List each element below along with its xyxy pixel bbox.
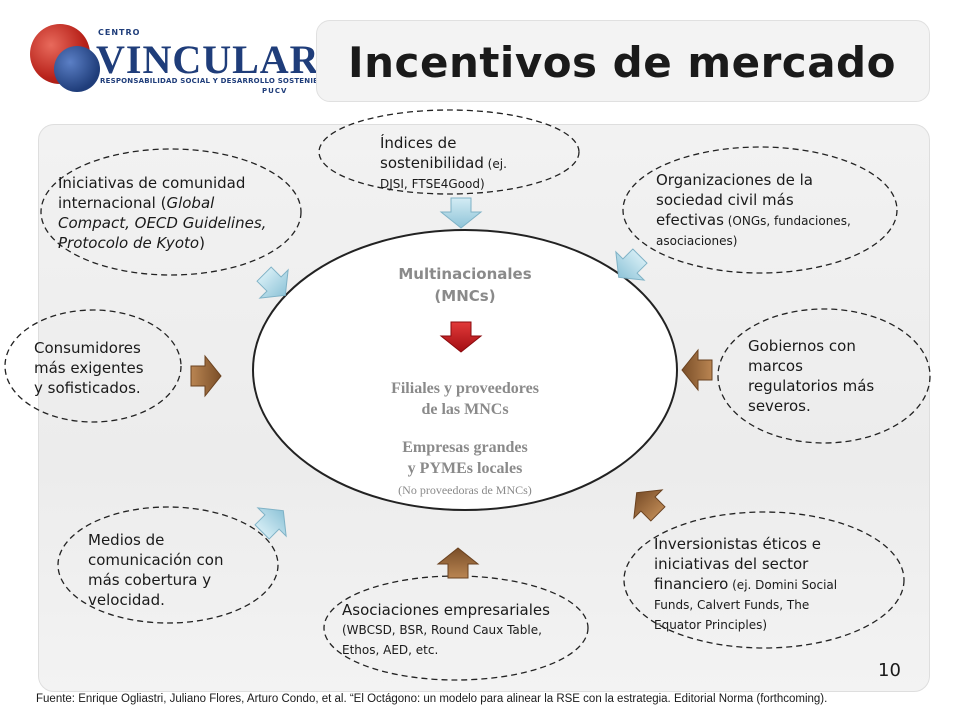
arrow-from-medios-icon: [247, 496, 298, 547]
node-iniciativas: Iniciativas de comunidad internacional (…: [58, 173, 266, 253]
filiales-line1: Filiales y proveedores: [391, 380, 539, 397]
inversionistas-line3b: (ej. Domini Social: [728, 578, 838, 592]
node-asociaciones: Asociaciones empresariales (WBCSD, BSR, …: [342, 600, 550, 660]
iniciativas-ellipse: [40, 148, 302, 276]
medios-line3: más cobertura y: [88, 571, 212, 589]
node-indices: Índices de sostenibilidad (ej. DJSI, FTS…: [380, 133, 507, 194]
indices-line3: DJSI, FTSE4Good): [380, 177, 485, 191]
arrow-from-indices-icon: [440, 197, 482, 229]
asociaciones-line3: Ethos, AED, etc.: [342, 643, 439, 657]
inversionistas-line3a: financiero: [654, 575, 729, 593]
medios-line1: Medios de: [88, 531, 165, 549]
logo-institution-text: PUCV: [262, 87, 288, 95]
consumidores-line2: más exigentes: [34, 359, 144, 377]
medios-line2: comunicación con: [88, 551, 224, 569]
logo-tagline-text: RESPONSABILIDAD SOCIAL Y DESARROLLO SOST…: [100, 77, 329, 85]
empresas-text: Empresas grandes y PYMEs locales: [335, 437, 595, 479]
mnc-ellipse: [252, 229, 678, 511]
inversionistas-line4: Funds, Calvert Funds, The: [654, 598, 810, 612]
page-number: 10: [878, 660, 901, 681]
organizaciones-ellipse: [622, 146, 898, 274]
asociaciones-line1: Asociaciones empresariales: [342, 601, 550, 619]
gobiernos-line1: Gobiernos con: [748, 337, 856, 355]
medios-line4: velocidad.: [88, 591, 165, 609]
inversionistas-line5: Equator Principles): [654, 618, 768, 632]
consumidores-ellipse: [4, 309, 182, 423]
organizaciones-line1: Organizaciones de la: [656, 171, 813, 189]
organizaciones-line4: asociaciones): [656, 234, 738, 248]
inversionistas-line1: Inversionistas éticos e: [654, 535, 822, 553]
mnc-heading-line2: (MNCs): [434, 287, 496, 305]
empresas-note: (No proveedoras de MNCs): [398, 483, 532, 497]
indices-ellipse: [318, 109, 580, 195]
arrow-from-inversionistas-icon: [622, 478, 673, 529]
source-footer: Fuente: Enrique Ogliastri, Juliano Flore…: [36, 693, 828, 705]
inversionistas-line2: iniciativas del sector: [654, 555, 809, 573]
gobiernos-ellipse: [717, 308, 931, 444]
logo-name-text: VINCULAR: [96, 37, 320, 82]
mnc-heading: Multinacionales (MNCs): [360, 263, 570, 307]
gobiernos-line4: severos.: [748, 397, 811, 415]
organizaciones-line3a: efectivas: [656, 211, 724, 229]
arrow-from-consumidores-icon: [190, 355, 222, 397]
arrow-from-asociaciones-icon: [437, 547, 479, 579]
gobiernos-line3: regulatorios más: [748, 377, 875, 395]
vincular-logo: [26, 18, 296, 108]
node-inversionistas: Inversionistas éticos e iniciativas del …: [654, 534, 837, 635]
inversionistas-ellipse: [623, 511, 905, 649]
gobiernos-line2: marcos: [748, 357, 803, 375]
node-consumidores: Consumidores más exigentes y sofisticado…: [34, 338, 144, 398]
arrow-from-gobiernos-icon: [681, 349, 713, 391]
iniciativas-line4a: Protocolo de Kyoto: [58, 234, 200, 252]
indices-line2: sostenibilidad: [380, 154, 484, 172]
empresas-line1: Empresas grandes: [402, 439, 528, 456]
iniciativas-line4b: ): [199, 234, 205, 252]
organizaciones-line3b: (ONGs, fundaciones,: [723, 214, 851, 228]
node-gobiernos: Gobiernos con marcos regulatorios más se…: [748, 336, 874, 416]
filiales-line2: de las MNCs: [421, 401, 509, 418]
node-organizaciones: Organizaciones de la sociedad civil más …: [656, 170, 851, 251]
logo-globe-blue: [54, 46, 100, 92]
iniciativas-line2a: internacional (: [58, 194, 167, 212]
empresas-line2: y PYMEs locales: [407, 460, 523, 477]
indices-line1: Índices de: [380, 134, 457, 152]
mnc-heading-line1: Multinacionales: [398, 265, 532, 283]
consumidores-line1: Consumidores: [34, 339, 141, 357]
iniciativas-line3: Compact, OECD Guidelines,: [58, 214, 267, 232]
consumidores-line3: y sofisticados.: [34, 379, 141, 397]
organizaciones-line2: sociedad civil más: [656, 191, 794, 209]
node-medios: Medios de comunicación con más cobertura…: [88, 530, 223, 610]
indices-line2-small: (ej.: [483, 157, 507, 171]
title-banner: [316, 20, 930, 102]
asociaciones-line2: (WBCSD, BSR, Round Caux Table,: [342, 623, 542, 637]
medios-ellipse: [57, 506, 279, 624]
iniciativas-line1: Iniciativas de comunidad: [58, 174, 246, 192]
page-title: Incentivos de mercado: [348, 38, 896, 87]
filiales-text: Filiales y proveedores de las MNCs: [335, 378, 595, 420]
iniciativas-line2b: Global: [166, 194, 215, 212]
logo-centro-text: CENTRO: [98, 28, 141, 37]
